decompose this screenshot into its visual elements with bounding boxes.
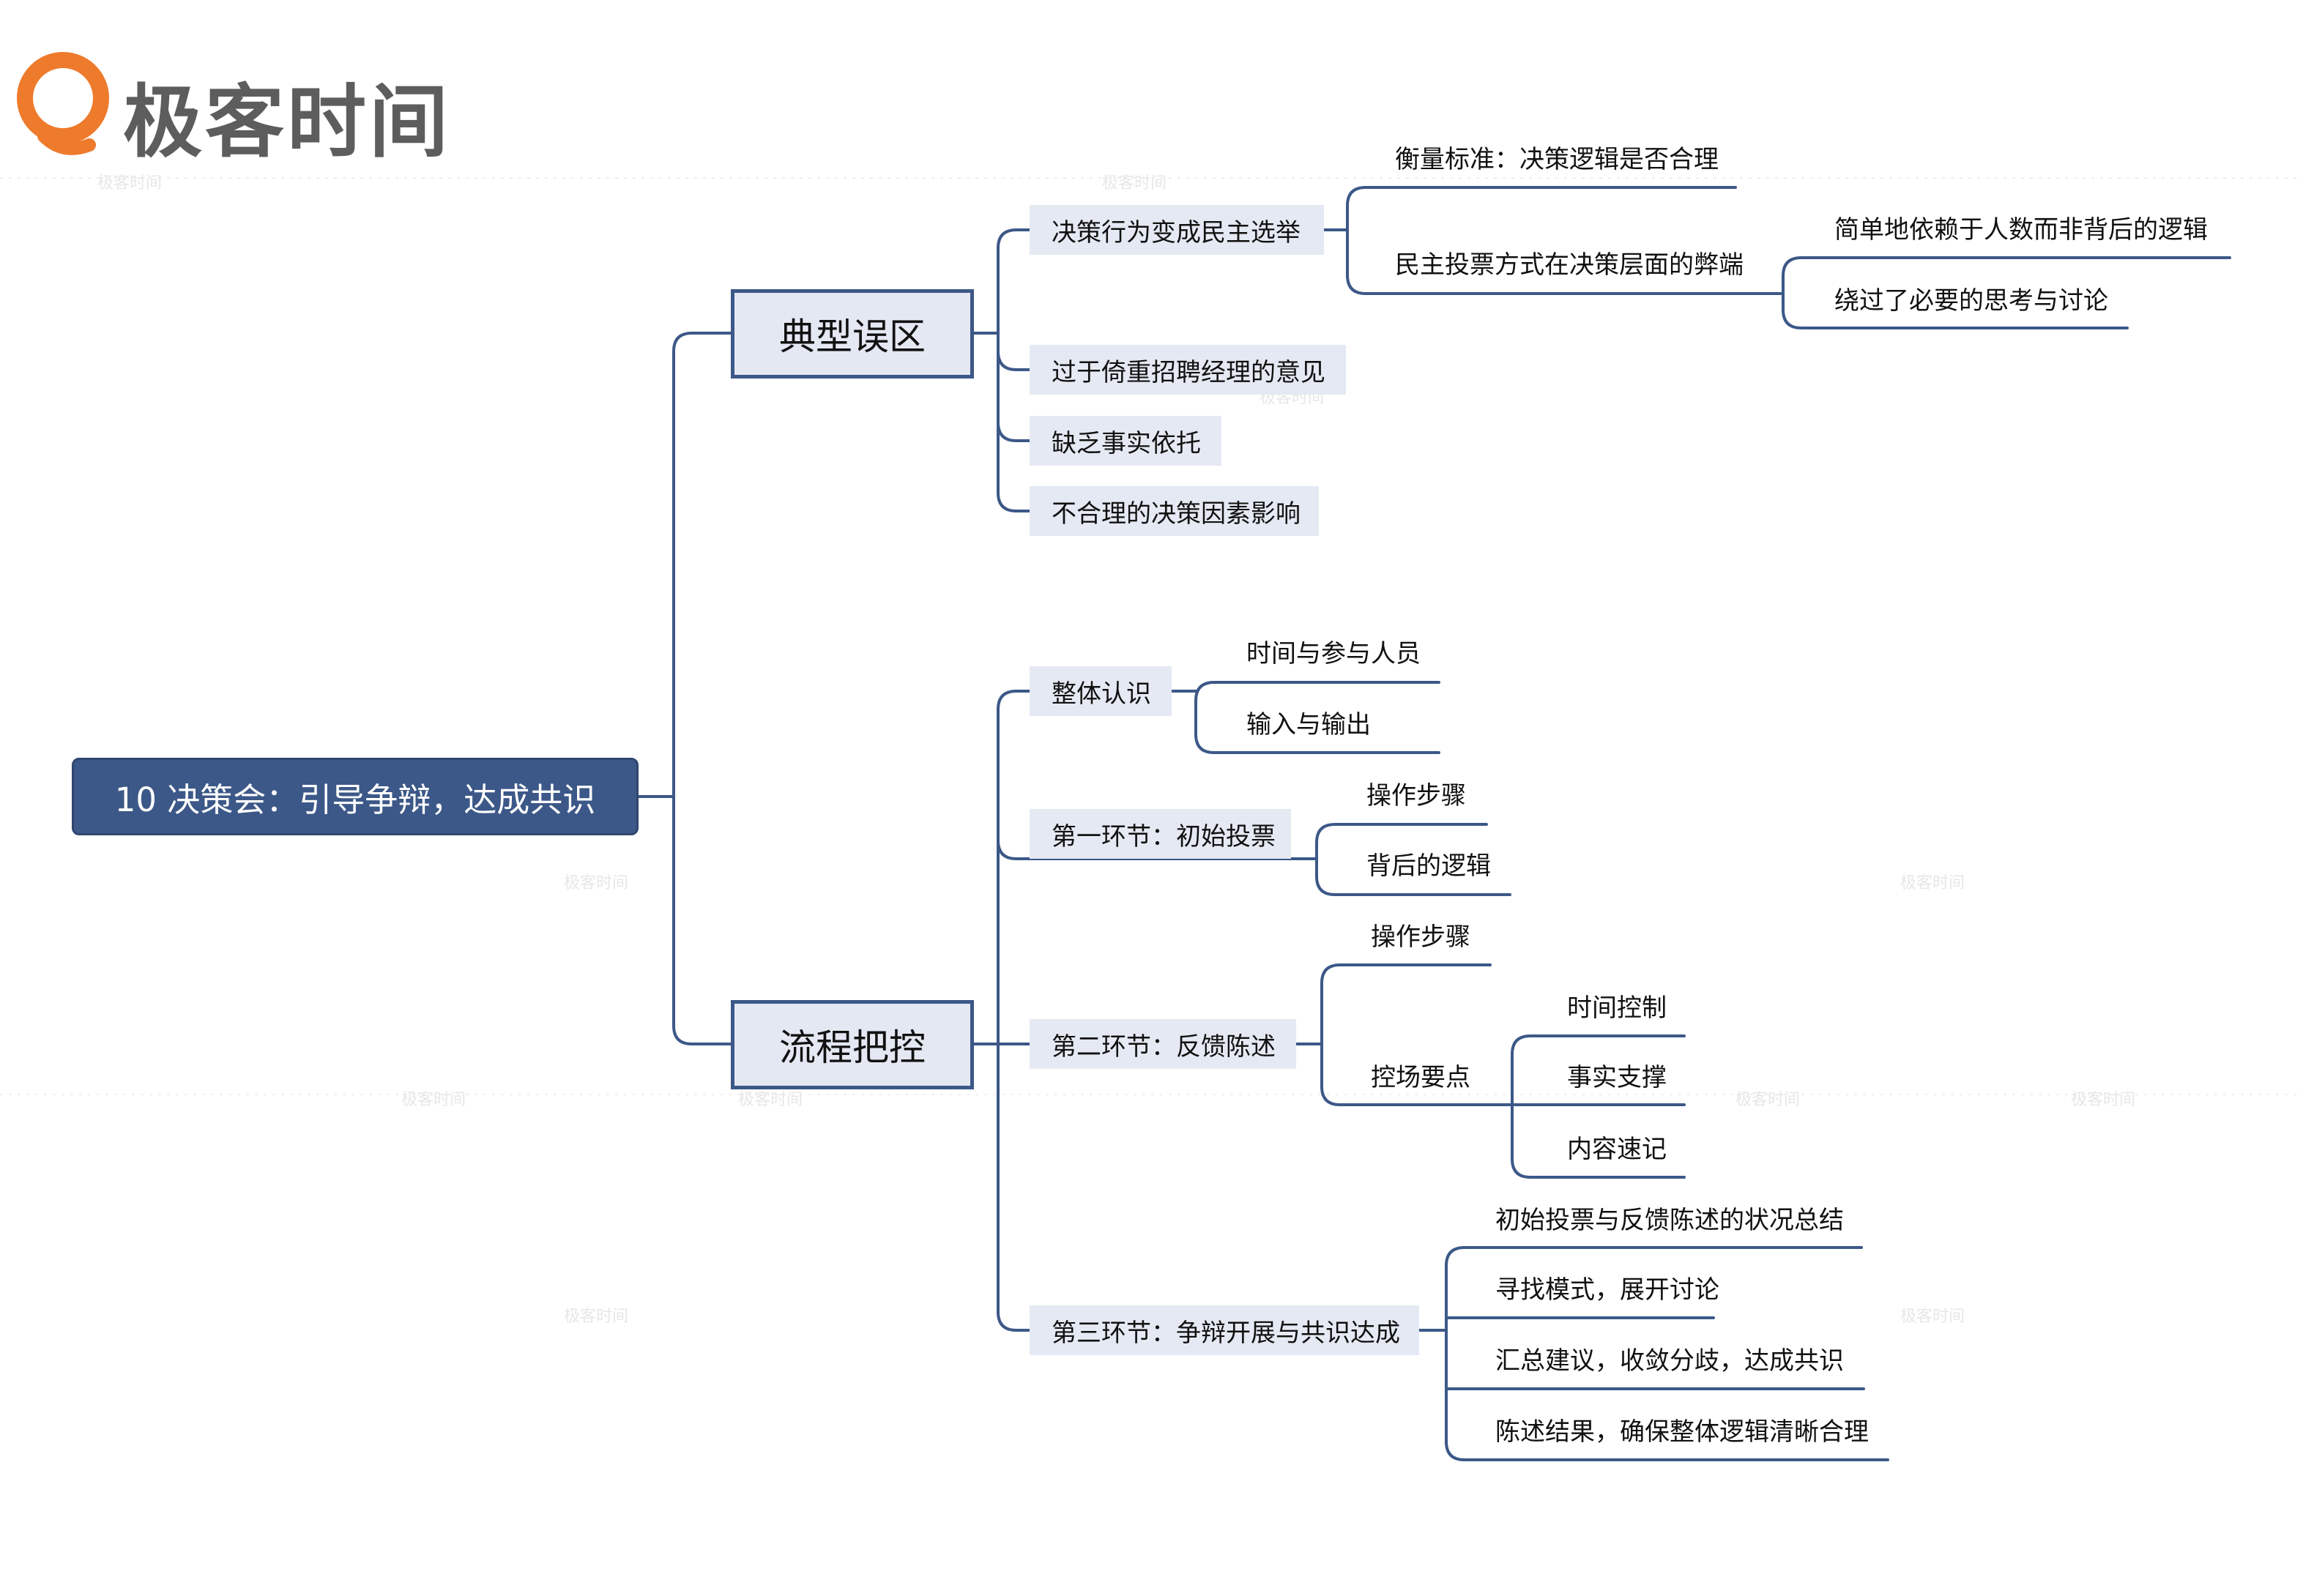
leaf-control-points[interactable]: 控场要点 — [1371, 1063, 1470, 1092]
watermark-text: 极客时间 — [97, 174, 163, 193]
leaf-stage1-logic[interactable]: 背后的逻辑 — [1366, 851, 1491, 881]
node-overall-understanding[interactable]: 整体认识 — [1030, 666, 1172, 716]
node-stage2-feedback[interactable]: 第二环节：反馈陈述 — [1030, 1019, 1296, 1069]
watermark-text: 极客时间 — [1900, 874, 1965, 892]
tree-edges — [637, 186, 2231, 1461]
watermark-text: 极客时间 — [564, 1308, 629, 1326]
leaf-stage1-steps[interactable]: 操作步骤 — [1366, 781, 1466, 810]
leaf-time-control[interactable]: 时间控制 — [1567, 993, 1667, 1023]
leaf-rely-on-numbers[interactable]: 简单地依赖于人数而非背后的逻辑 — [1834, 215, 2208, 245]
watermark-text: 极客时间 — [2071, 1091, 2136, 1109]
node-stage1-initial-vote[interactable]: 第一环节：初始投票 — [1030, 809, 1291, 859]
leaf-voting-drawbacks[interactable]: 民主投票方式在决策层面的弊端 — [1395, 250, 1744, 280]
root-node[interactable]: 10 决策会：引导争辩，达成共识 — [72, 758, 639, 835]
leaf-measure-standard[interactable]: 衡量标准：决策逻辑是否合理 — [1395, 145, 1719, 174]
leaf-time-participants[interactable]: 时间与参与人员 — [1246, 639, 1421, 668]
leaf-stage2-steps[interactable]: 操作步骤 — [1371, 922, 1470, 952]
watermark-text: 极客时间 — [564, 874, 629, 892]
node-over-rely-hiring-manager[interactable]: 过于倚重招聘经理的意见 — [1030, 345, 1346, 395]
branch-node-process-control[interactable]: 流程把控 — [731, 1000, 974, 1089]
node-unreasonable-factors[interactable]: 不合理的决策因素影响 — [1030, 486, 1319, 536]
node-decision-as-election[interactable]: 决策行为变成民主选举 — [1030, 205, 1324, 255]
leaf-fact-support[interactable]: 事实支撑 — [1567, 1063, 1667, 1092]
leaf-reach-consensus[interactable]: 汇总建议，收敛分歧，达成共识 — [1495, 1346, 1844, 1376]
watermark-text: 极客时间 — [1735, 1091, 1801, 1109]
watermark-text: 极客时间 — [1102, 174, 1167, 193]
leaf-input-output[interactable]: 输入与输出 — [1246, 710, 1371, 739]
leaf-content-notes[interactable]: 内容速记 — [1567, 1135, 1667, 1164]
node-stage3-debate-consensus[interactable]: 第三环节：争辩开展与共识达成 — [1030, 1305, 1419, 1355]
watermark-text: 极客时间 — [738, 1091, 803, 1109]
leaf-bypass-thinking[interactable]: 绕过了必要的思考与讨论 — [1834, 286, 2108, 316]
logo-text: 极客时间 — [123, 77, 452, 168]
leaf-find-patterns[interactable]: 寻找模式，展开讨论 — [1495, 1275, 1719, 1305]
logo-icon — [17, 52, 109, 155]
leaf-summary[interactable]: 初始投票与反馈陈述的状况总结 — [1495, 1206, 1844, 1235]
watermark-text: 极客时间 — [1900, 1308, 1965, 1326]
watermark-lines — [0, 177, 2303, 1095]
node-lack-facts[interactable]: 缺乏事实依托 — [1030, 416, 1221, 466]
watermark-text: 极客时间 — [401, 1091, 466, 1109]
branch-node-typical-mistakes[interactable]: 典型误区 — [731, 289, 974, 379]
leaf-state-results[interactable]: 陈述结果，确保整体逻辑清晰合理 — [1495, 1417, 1869, 1447]
